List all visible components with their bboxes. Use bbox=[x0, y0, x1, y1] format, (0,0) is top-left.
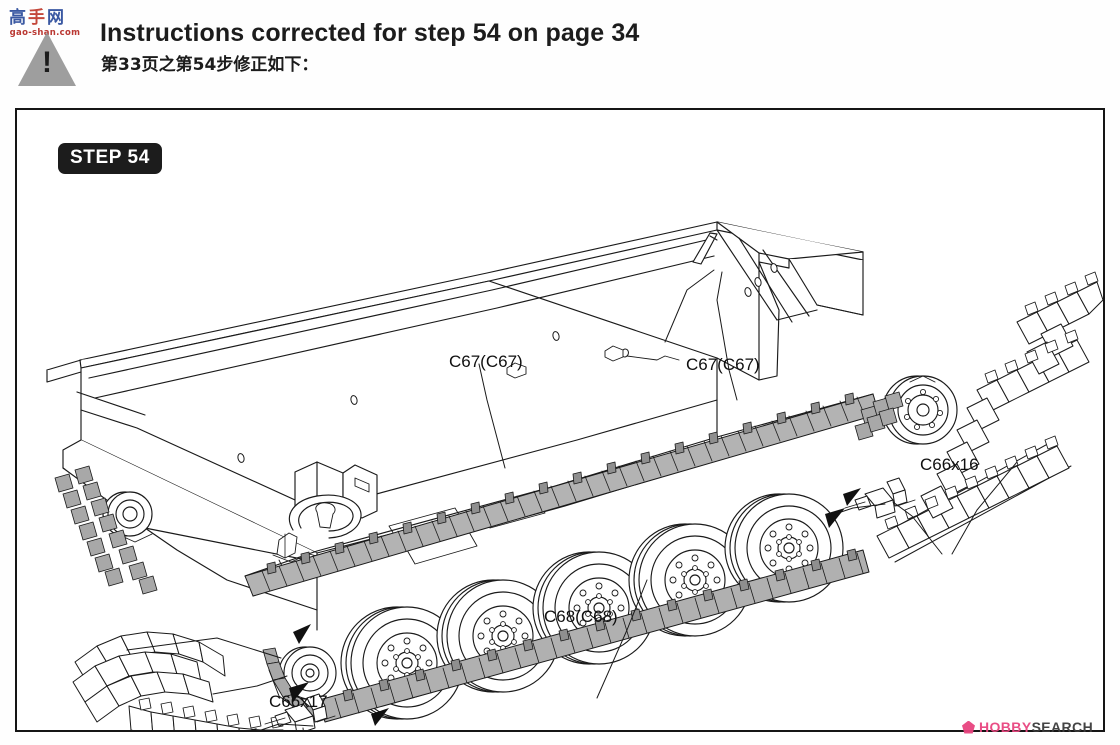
watermark-brand-part1: HOBBY bbox=[979, 719, 1032, 735]
label-c67-lower: C67(C67) bbox=[449, 352, 523, 371]
logo-char-3: 网 bbox=[47, 8, 64, 28]
step-badge: STEP 54 bbox=[58, 143, 162, 174]
gao-shan-logo: 高 手 网 gao-shan.com ! bbox=[6, 2, 84, 92]
illustration-frame: STEP 54 bbox=[15, 108, 1105, 732]
page-subtitle: 第33页之第54步修正如下： bbox=[101, 55, 319, 75]
label-c68: C68(C68) bbox=[544, 607, 618, 626]
sheet-header: 高 手 网 gao-shan.com ! Instructions correc… bbox=[0, 0, 1120, 102]
illustration-canvas: STEP 54 bbox=[17, 110, 1103, 730]
watermark-brand-part2: SEARCH bbox=[1031, 719, 1094, 735]
exclamation-glyph: ! bbox=[42, 46, 52, 79]
page-title: Instructions corrected for step 54 on pa… bbox=[100, 19, 640, 47]
label-c66x16: C66x16 bbox=[920, 455, 979, 474]
logo-char-2: 手 bbox=[28, 8, 45, 28]
hobby-search-mark-icon bbox=[962, 720, 975, 734]
logo-characters: 高 手 网 bbox=[9, 5, 81, 31]
label-c66x17: C66x17 bbox=[269, 692, 328, 711]
label-c67-upper: C67(C67) bbox=[686, 355, 760, 374]
assembly-line-drawing bbox=[46, 221, 1103, 730]
warning-triangle-icon bbox=[18, 32, 76, 86]
hobby-search-watermark: HOBBYSEARCH bbox=[962, 716, 1093, 738]
logo-char-1: 高 bbox=[9, 8, 26, 28]
